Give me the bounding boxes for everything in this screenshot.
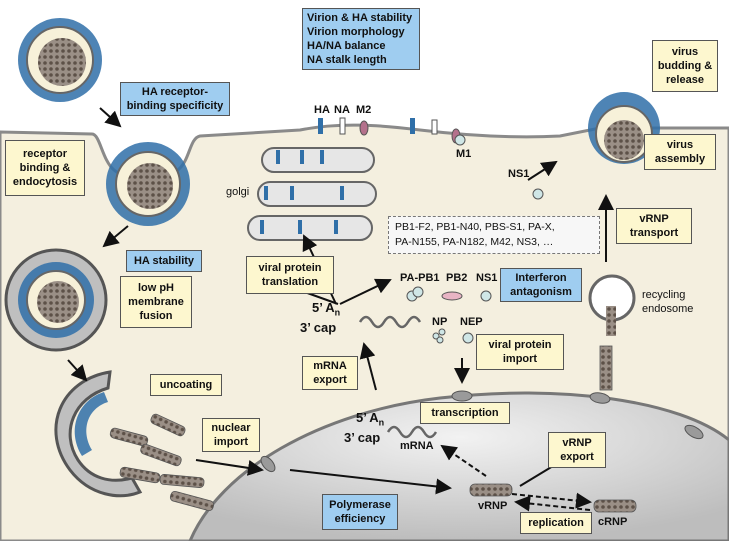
virion-stability-text: Virion & HA stability Virion morphology … bbox=[307, 12, 413, 66]
five-a-nuc-label: 5’ An bbox=[356, 410, 384, 428]
viral-protein-translation-text: viral protein translation bbox=[258, 262, 322, 288]
nuclear-import-text: nuclear import bbox=[211, 422, 251, 448]
interferon-text: Interferon antagonism bbox=[510, 272, 572, 298]
virion-stability-box: Virion & HA stability Virion morphology … bbox=[302, 8, 420, 70]
surface-proteins bbox=[318, 117, 461, 144]
virus-budding-text: virus budding & release bbox=[657, 46, 713, 86]
uncoating-endosome bbox=[54, 370, 143, 498]
polymerase-box: Polymerase efficiency bbox=[322, 494, 398, 530]
five-a-cyto-label: 5’ An bbox=[312, 300, 340, 318]
crnp-label: cRNP bbox=[598, 516, 628, 528]
golgi-proteins bbox=[260, 150, 344, 234]
three-cap-nuc-label: 3’ cap bbox=[344, 430, 381, 445]
accessory-proteins-box: PB1-F2, PB1-N40, PBS-S1, PA-X, PA-N155, … bbox=[388, 216, 600, 254]
vrnp-export-text: vRNP export bbox=[560, 437, 594, 463]
mrna-export-text: mRNA export bbox=[313, 360, 347, 386]
vrnp-export-box: vRNP export bbox=[548, 432, 606, 468]
interferon-box: Interferon antagonism bbox=[500, 268, 582, 302]
viral-protein-translation-box: viral protein translation bbox=[246, 256, 334, 294]
nep-label: NEP bbox=[460, 316, 483, 328]
small-proteins bbox=[406, 134, 544, 344]
nuclear-import-box: nuclear import bbox=[202, 418, 260, 452]
transcription-text: transcription bbox=[431, 407, 499, 419]
polymerase-text: Polymerase efficiency bbox=[329, 499, 391, 525]
ns1-label: NS1 bbox=[476, 272, 498, 284]
five-a-cyto-sub: n bbox=[334, 307, 341, 318]
golgi-label: golgi bbox=[226, 186, 250, 198]
vrnp-transport-text: vRNP transport bbox=[629, 213, 679, 239]
mrna-label: mRNA bbox=[400, 440, 434, 452]
budding-virion bbox=[588, 92, 660, 164]
mrna-cytoplasm bbox=[358, 315, 422, 329]
five-a-nuc-sub: n bbox=[378, 417, 385, 428]
np-label: NP bbox=[432, 316, 448, 328]
virus-assembly-box: virus assembly bbox=[644, 134, 716, 170]
released-vrnps bbox=[109, 413, 215, 512]
mrna-nucleus bbox=[386, 425, 438, 439]
na-label: NA bbox=[334, 104, 350, 116]
nuclear-pores bbox=[260, 390, 704, 473]
five-a-cyto-text: 5’ A bbox=[312, 300, 335, 315]
pb2-label: PB2 bbox=[446, 272, 468, 284]
five-a-nuc-text: 5’ A bbox=[356, 410, 379, 425]
ha-stability-text: HA stability bbox=[133, 255, 195, 267]
viral-protein-import-box: viral protein import bbox=[476, 334, 564, 370]
ha-label: HA bbox=[314, 104, 330, 116]
low-ph-text: low pH membrane fusion bbox=[128, 282, 184, 322]
free-virion bbox=[18, 18, 102, 102]
transcription-box: transcription bbox=[420, 402, 510, 424]
ha-receptor-text: HA receptor- binding specificity bbox=[126, 86, 224, 112]
recycling-endosome-shape bbox=[588, 274, 636, 336]
ha-stability-box: HA stability bbox=[126, 250, 202, 272]
replication-text: replication bbox=[528, 517, 584, 529]
m1-label: M1 bbox=[456, 148, 472, 160]
receptor-binding-box: receptor binding & endocytosis bbox=[5, 140, 85, 196]
virus-assembly-text: virus assembly bbox=[654, 139, 706, 165]
crnp-rod bbox=[593, 499, 637, 513]
three-cap-cyto-label: 3’ cap bbox=[300, 320, 337, 335]
recycling-endosome-label: recycling endosome bbox=[642, 289, 694, 315]
receptor-binding-text: receptor binding & endocytosis bbox=[12, 148, 78, 188]
ha-receptor-box: HA receptor- binding specificity bbox=[120, 82, 230, 116]
ns1-top-label: NS1 bbox=[508, 168, 530, 180]
vrnp-transport-box: vRNP transport bbox=[616, 208, 692, 244]
viral-protein-import-text: viral protein import bbox=[488, 339, 552, 365]
vrnp-rod bbox=[469, 483, 513, 497]
low-ph-box: low pH membrane fusion bbox=[120, 276, 192, 328]
endosome-virion bbox=[4, 248, 108, 352]
mrna-export-box: mRNA export bbox=[302, 356, 358, 390]
replication-box: replication bbox=[520, 512, 592, 534]
uncoating-text: uncoating bbox=[159, 379, 213, 391]
golgi-stacks bbox=[247, 147, 377, 241]
vrnp-label: vRNP bbox=[478, 500, 508, 512]
endocytosed-virion bbox=[106, 142, 190, 226]
uncoating-box: uncoating bbox=[150, 374, 222, 396]
virus-budding-box: virus budding & release bbox=[652, 40, 718, 92]
m2-label: M2 bbox=[356, 104, 372, 116]
vrnp-export-rod bbox=[599, 345, 613, 391]
pa-pb1-label: PA-PB1 bbox=[400, 272, 440, 284]
